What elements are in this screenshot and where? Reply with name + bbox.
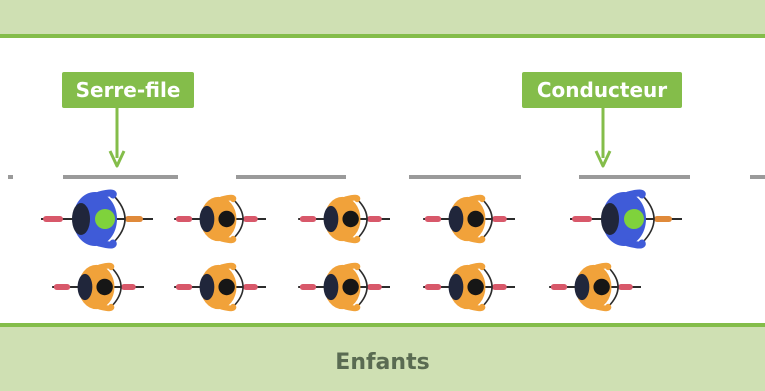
serre-file-label: Serre-file — [62, 72, 194, 108]
callout-arrow — [594, 108, 612, 168]
riders — [41, 189, 682, 312]
enfants-label: Enfants — [335, 350, 430, 375]
child-cyclist — [549, 262, 641, 312]
callout-arrows — [108, 108, 612, 168]
child-cyclist — [174, 262, 266, 312]
adult-cyclist — [41, 189, 153, 249]
child-cyclist — [298, 262, 390, 312]
adult-cyclist — [570, 189, 682, 249]
child-cyclist — [174, 194, 266, 244]
child-cyclist — [298, 194, 390, 244]
child-cyclist — [423, 262, 515, 312]
child-cyclist — [52, 262, 144, 312]
child-cyclist — [423, 194, 515, 244]
callout-arrow — [108, 108, 126, 168]
conducteur-label: Conducteur — [522, 72, 682, 108]
bottom-band — [0, 323, 765, 391]
top-band — [0, 0, 765, 38]
